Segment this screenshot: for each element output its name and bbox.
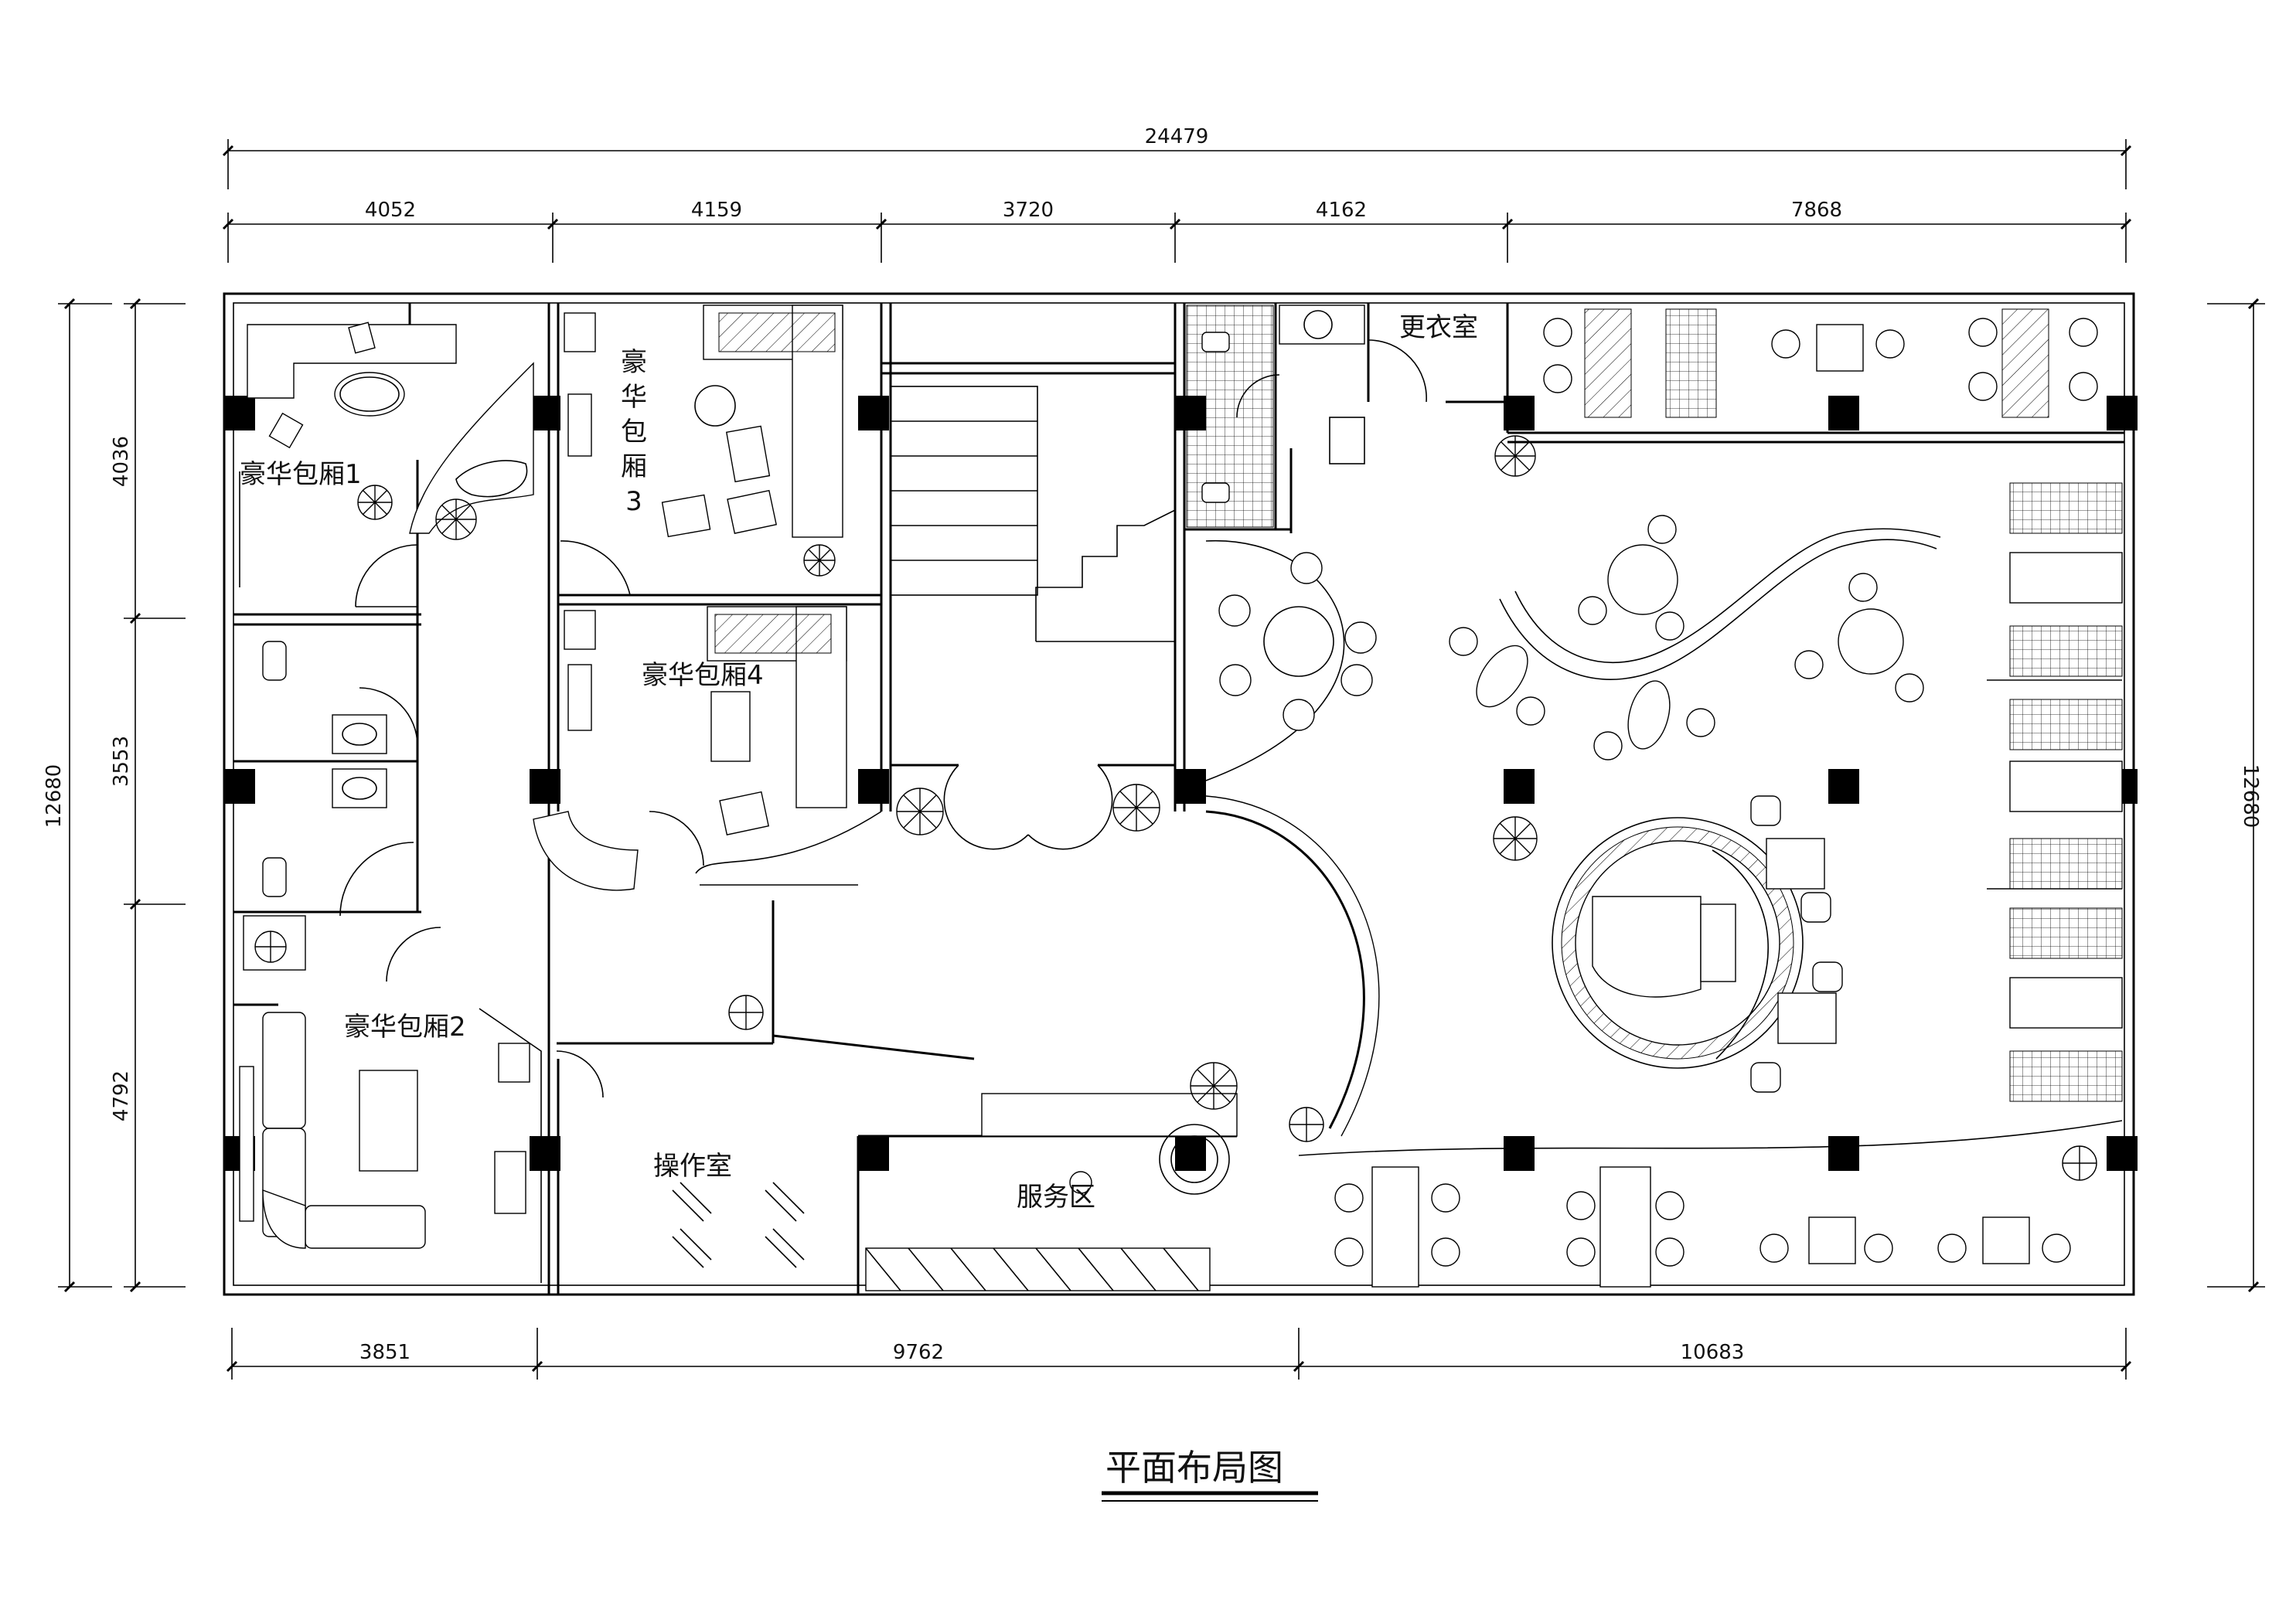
lounge-seating bbox=[1205, 539, 1377, 781]
dimension-ticks bbox=[63, 145, 2260, 1373]
dimension-lines bbox=[58, 139, 2265, 1380]
dim-top-4: 4162 bbox=[1316, 199, 1367, 222]
dim-left-total: 12680 bbox=[43, 764, 66, 829]
dim-bottom-2: 9762 bbox=[893, 1341, 944, 1364]
dim-top-2: 4159 bbox=[691, 199, 742, 222]
serpentine-bar bbox=[1449, 515, 1941, 760]
service-counter bbox=[865, 1093, 1238, 1291]
svg-text:3: 3 bbox=[625, 486, 642, 517]
room-label-changing-room: 更衣室 bbox=[1399, 312, 1478, 343]
dim-total-width: 24479 bbox=[1145, 125, 1209, 148]
suite3-furniture bbox=[564, 305, 843, 538]
svg-text:厢: 厢 bbox=[621, 451, 647, 482]
right-restrooms bbox=[1186, 305, 1365, 528]
dim-left-2: 3553 bbox=[110, 736, 133, 787]
left-restrooms bbox=[243, 641, 387, 971]
dim-right-total: 12680 bbox=[2239, 764, 2262, 829]
top-dining-row bbox=[1543, 308, 2098, 418]
room-label-service-desk: 服务区 bbox=[1017, 1182, 1095, 1213]
dim-top-5: 7868 bbox=[1791, 199, 1842, 222]
suite4-furniture bbox=[533, 606, 882, 891]
dim-left-1: 4036 bbox=[110, 436, 133, 487]
dim-top-3: 3720 bbox=[1003, 199, 1054, 222]
operation-room-fixtures bbox=[672, 1182, 805, 1268]
dim-left-3: 4792 bbox=[110, 1070, 133, 1121]
room-label-suite4: 豪华包厢4 bbox=[642, 660, 764, 691]
room-label-suite2: 豪华包厢2 bbox=[344, 1012, 466, 1043]
room-label-suite3: 豪 华 包 厢 3 bbox=[621, 347, 647, 517]
door-swings bbox=[339, 339, 1427, 1098]
suite2-furniture bbox=[239, 1008, 542, 1283]
dim-bottom-3: 10683 bbox=[1681, 1341, 1745, 1364]
dim-bottom-1: 3851 bbox=[359, 1341, 410, 1364]
suite1-furniture bbox=[239, 322, 534, 587]
svg-text:华: 华 bbox=[621, 382, 647, 413]
decorative-plants bbox=[254, 435, 2097, 1181]
booth-column bbox=[1987, 482, 2123, 1102]
svg-text:包: 包 bbox=[621, 417, 647, 447]
room-label-operation-room: 操作室 bbox=[653, 1151, 732, 1182]
staircase bbox=[890, 386, 1176, 642]
room-label-suite1: 豪华包厢1 bbox=[240, 459, 362, 490]
bottom-dining-row bbox=[1298, 1120, 2123, 1288]
piano-stage bbox=[1552, 795, 1843, 1093]
svg-text:豪: 豪 bbox=[621, 347, 647, 378]
drawing-title: 平面布局图 bbox=[1105, 1447, 1283, 1489]
lobby-curved-wall bbox=[1205, 795, 1380, 1137]
dim-top-1: 4052 bbox=[365, 199, 416, 222]
